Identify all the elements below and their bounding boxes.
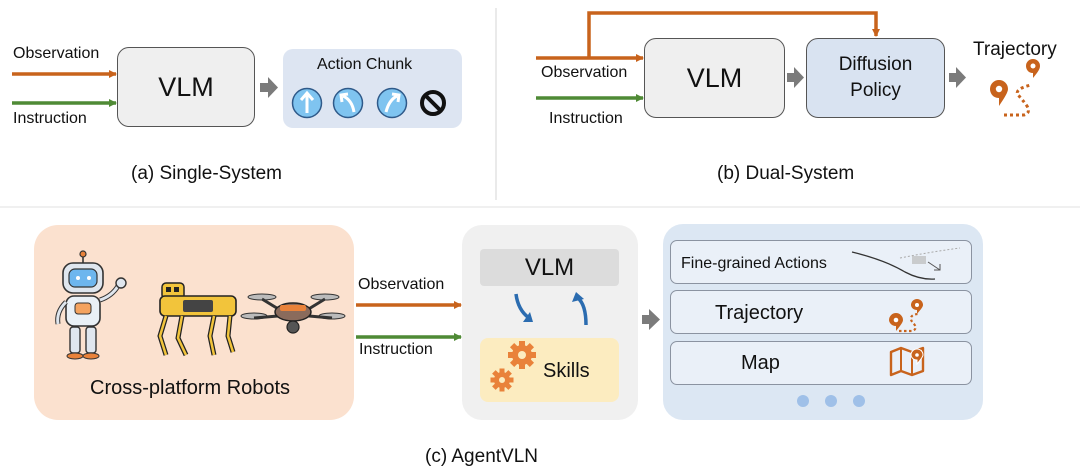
b-caption: (b) Dual-System <box>717 163 855 184</box>
a-vlm-box: VLM <box>117 47 255 127</box>
c-trajectory-icon <box>889 299 923 333</box>
gears-icon <box>490 341 536 392</box>
arrow-up-left-icon <box>332 87 364 119</box>
output-label-trajectory: Trajectory <box>715 302 804 324</box>
skills-to-vlm-arrow <box>572 292 588 326</box>
quadruped-robot-icon <box>157 282 237 357</box>
c-observation-label: Observation <box>358 276 445 293</box>
c-instruction-label: Instruction <box>359 341 433 358</box>
b-observation-arrow <box>536 11 880 62</box>
ellipsis-dots <box>797 395 865 407</box>
output-label-map: Map <box>741 352 780 374</box>
humanoid-robot-icon <box>55 250 127 360</box>
fine-grained-curve-icon <box>851 247 961 280</box>
c-vlm-label: VLM <box>524 253 575 281</box>
a-gray-arrow <box>260 77 278 98</box>
arrow-up-icon <box>291 87 323 119</box>
c-vlm-box: VLM <box>480 249 619 286</box>
b-instruction-label: Instruction <box>549 110 623 127</box>
trajectory-icon <box>990 59 1040 117</box>
vlm-to-skills-arrow <box>514 293 533 322</box>
drone-icon <box>240 293 346 334</box>
trajectory-label: Trajectory <box>973 39 1057 60</box>
b-observation-label: Observation <box>541 64 628 81</box>
policy-line2: Policy <box>850 80 901 101</box>
a-instruction-label: Instruction <box>13 110 87 127</box>
map-icon <box>889 346 925 377</box>
arrow-up-right-icon <box>376 87 408 119</box>
action-chunk-icons <box>291 87 446 119</box>
a-vlm-label: VLM <box>158 71 214 102</box>
b-vlm-box: VLM <box>644 38 785 118</box>
b-gray-arrow-2 <box>949 67 966 88</box>
policy-line1: Diffusion <box>838 54 913 75</box>
action-chunk-label: Action Chunk <box>317 56 413 73</box>
stop-icon <box>420 90 446 116</box>
a-observation-label: Observation <box>13 45 100 62</box>
skills-label: Skills <box>543 360 590 382</box>
b-vlm-label: VLM <box>686 62 743 93</box>
output-row-trajectory <box>670 290 972 334</box>
b-gray-arrow-1 <box>787 67 804 88</box>
output-label-fine-grained: Fine-grained Actions <box>681 255 827 272</box>
a-caption: (a) Single-System <box>131 163 282 184</box>
diffusion-policy-box: Diffusion Policy <box>806 38 945 118</box>
robots-label: Cross-platform Robots <box>90 377 291 399</box>
c-caption: (c) AgentVLN <box>425 446 538 467</box>
c-gray-arrow <box>642 309 660 330</box>
